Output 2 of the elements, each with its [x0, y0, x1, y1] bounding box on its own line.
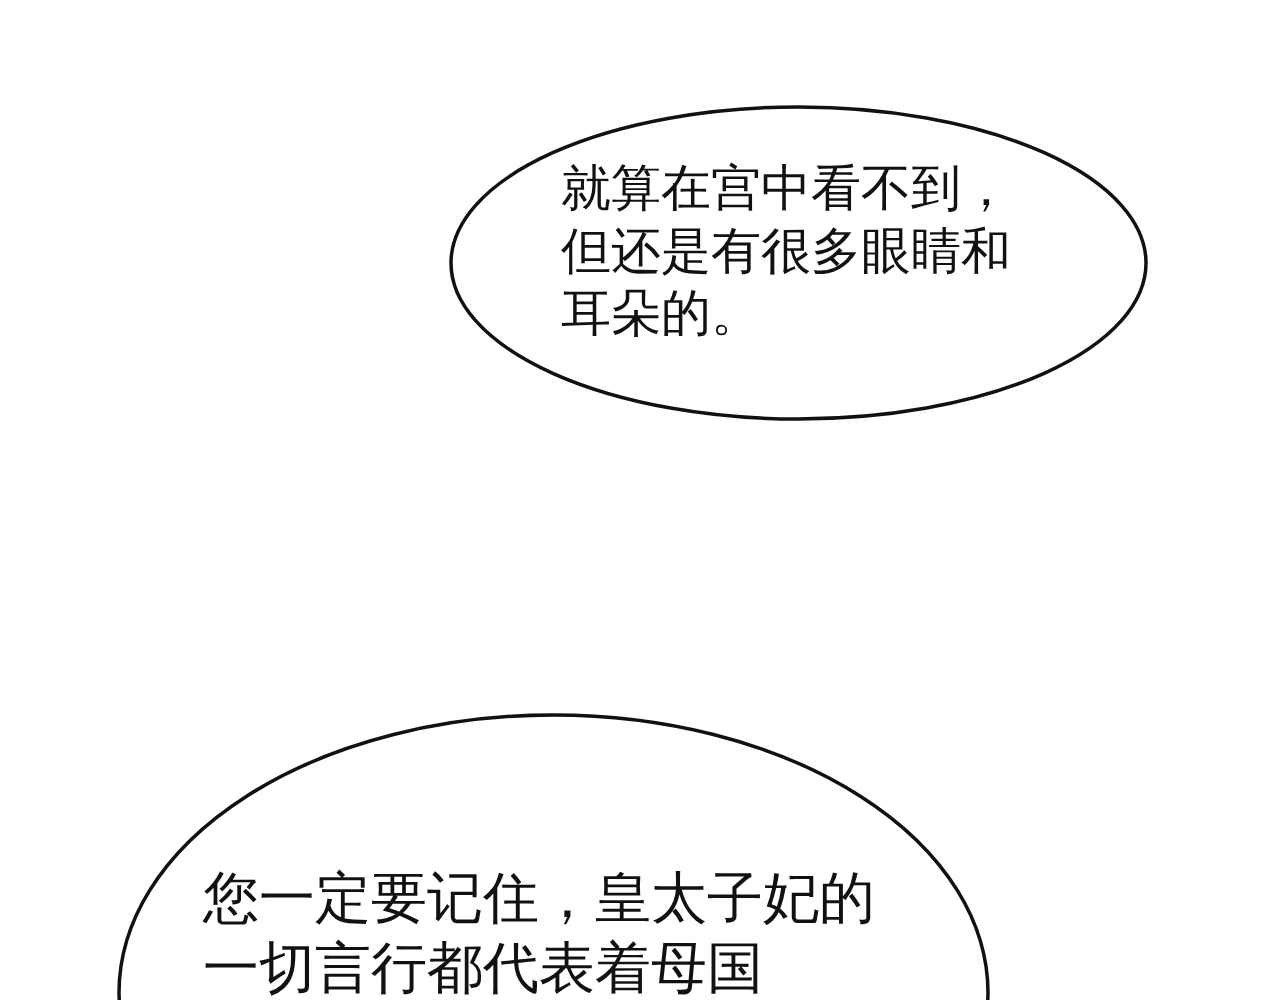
dialogue-text: 您一定要记住，皇太子妃的一切言行都代表着母国: [203, 864, 876, 1000]
dialogue-text: 就算在宫中看不到，但还是有很多眼睛和耳朵的。: [561, 158, 1012, 344]
